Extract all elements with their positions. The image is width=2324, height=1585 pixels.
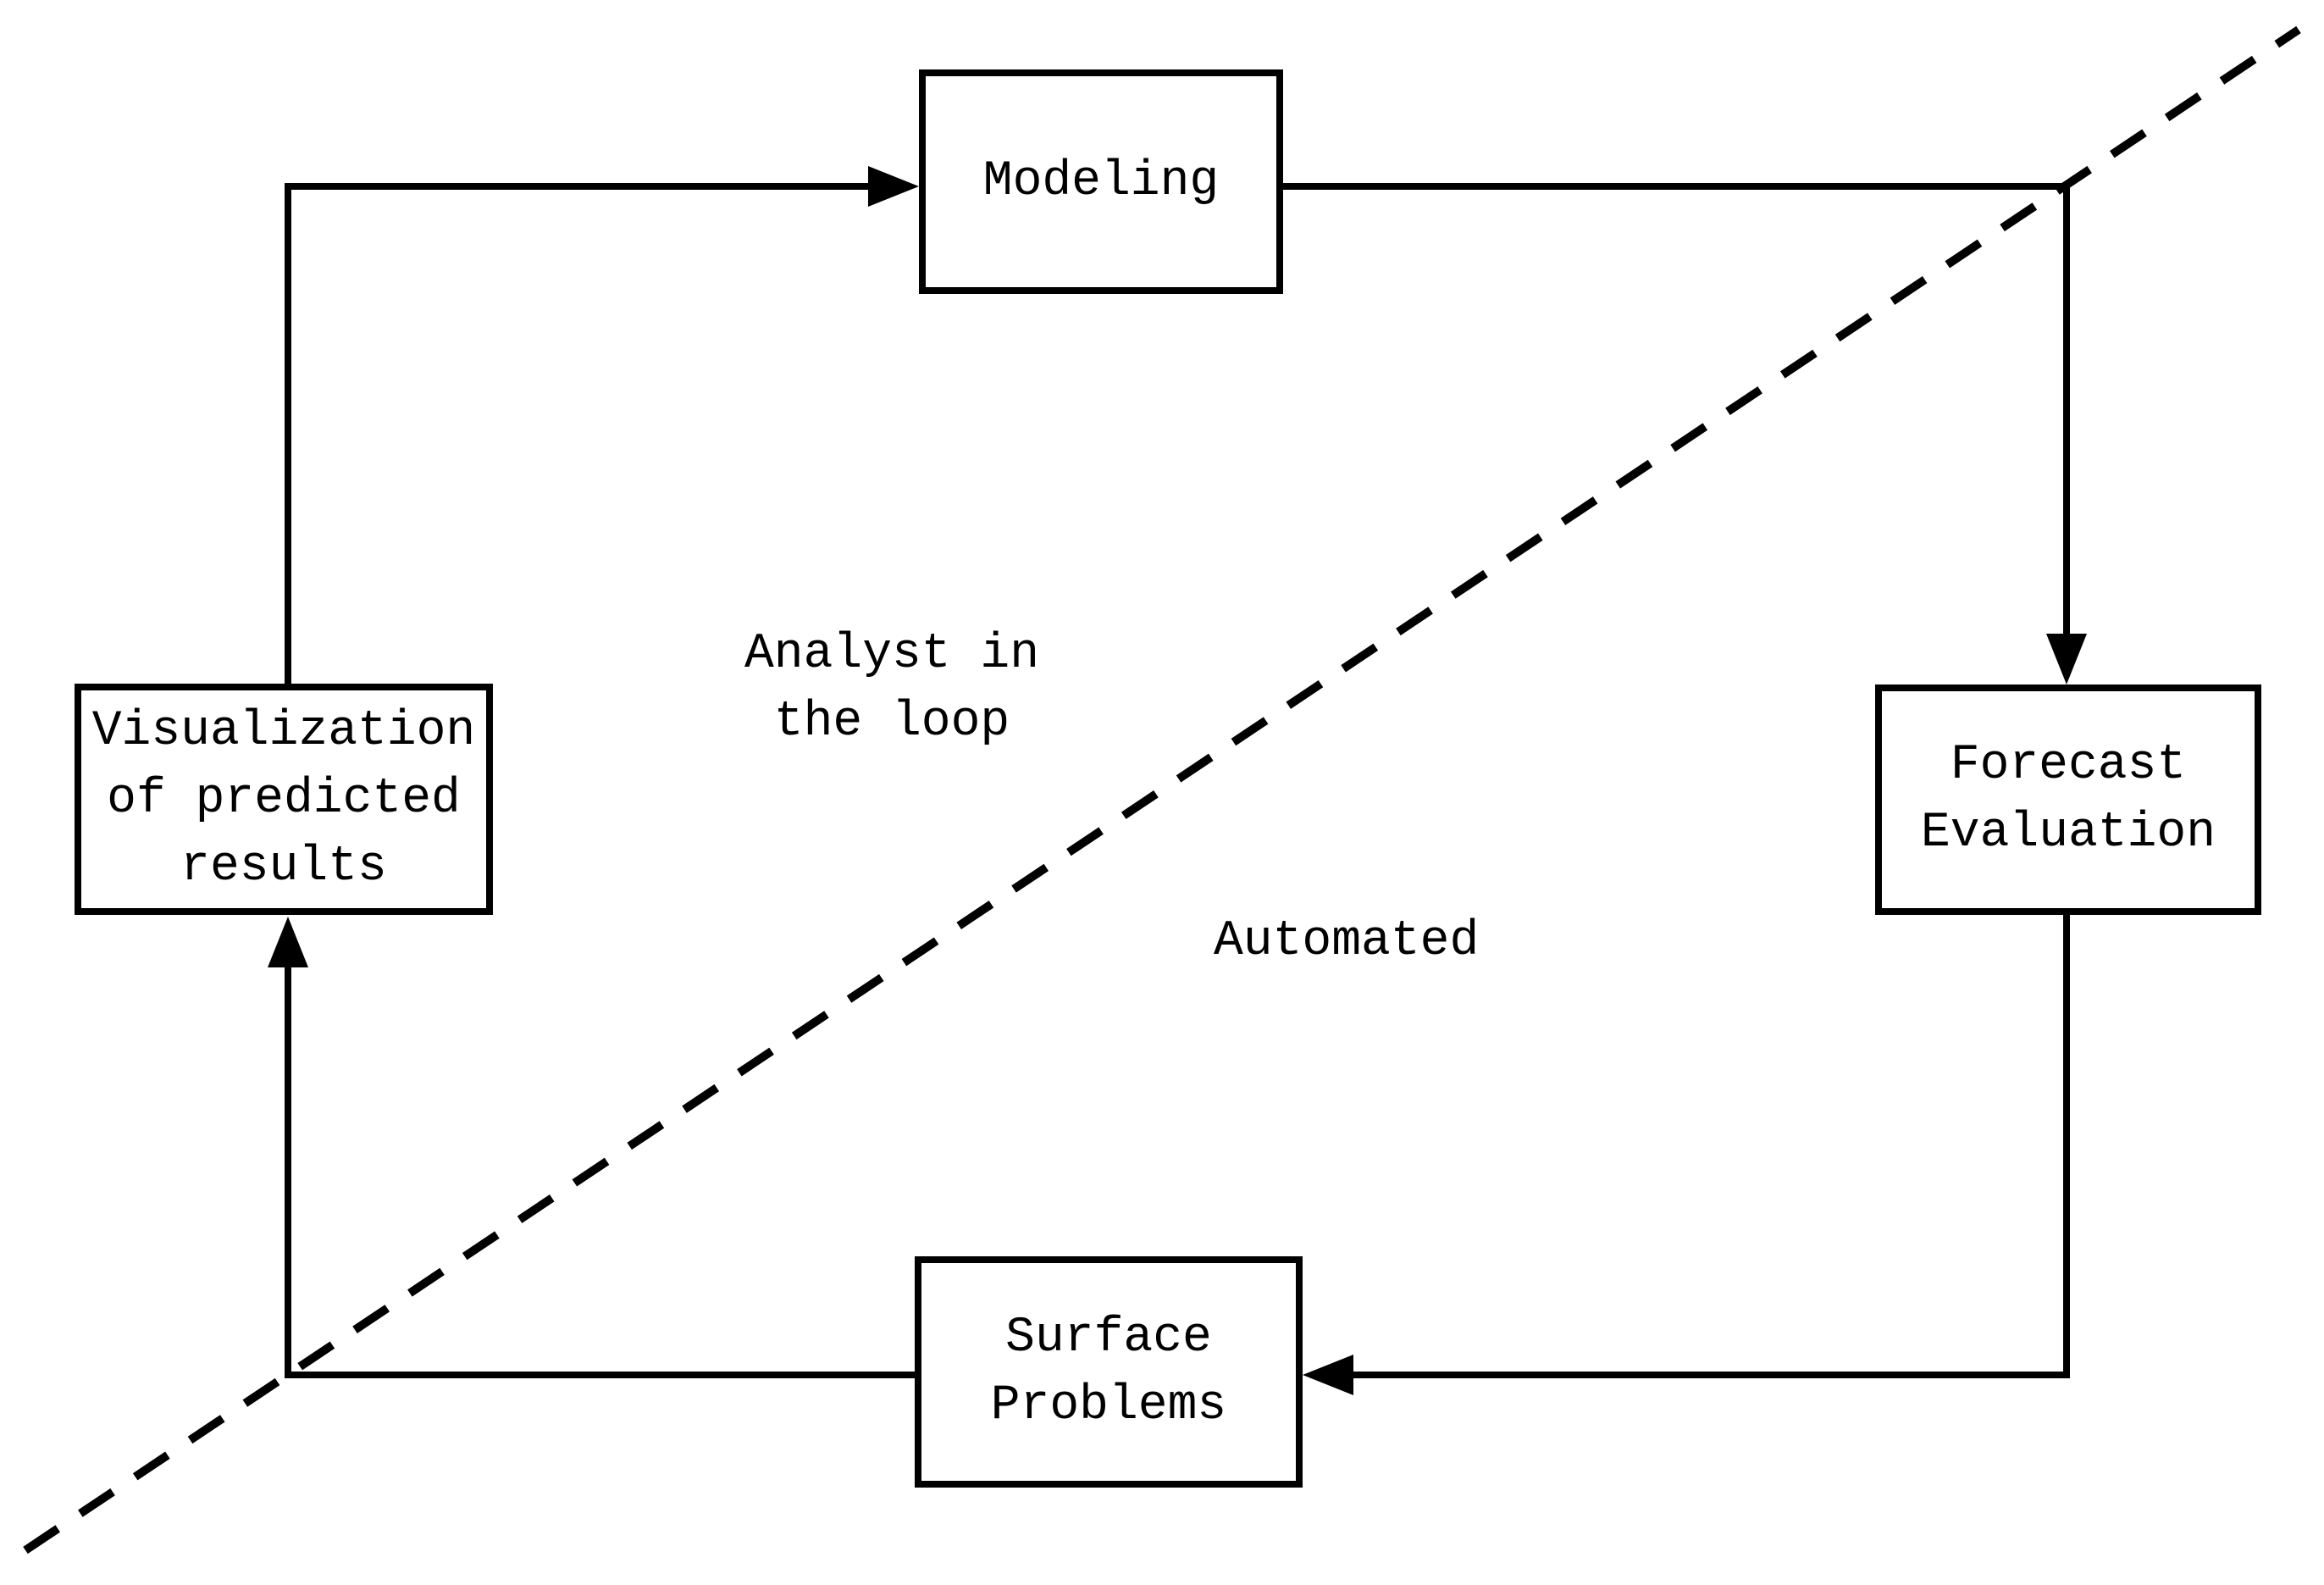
arrowhead-into-surface: [1303, 1355, 1353, 1395]
region-label-analyst-in-the-loop: Analyst in the loop: [744, 627, 1040, 750]
arrowhead-into-forecast: [2046, 634, 2087, 684]
connector-visualization-to-modeling: [285, 183, 870, 684]
node-visualization: Visualization of predicted results: [75, 684, 493, 915]
node-forecast-evaluation: Forecast Evaluation: [1875, 684, 2261, 915]
region-label-automated: Automated: [1214, 914, 1480, 969]
connector-forecast-to-surface: [1352, 915, 2070, 1378]
node-surface-problems-label: Surface Problems: [990, 1310, 1227, 1433]
node-modeling-label: Modeling: [982, 153, 1220, 209]
connector-modeling-to-forecast: [1283, 183, 2070, 635]
node-visualization-label: Visualization of predicted results: [91, 703, 476, 895]
connector-surface-to-visualization: [285, 966, 915, 1378]
node-surface-problems: Surface Problems: [915, 1256, 1303, 1488]
arrowhead-into-visualization: [268, 917, 308, 967]
node-forecast-evaluation-label: Forecast Evaluation: [1920, 738, 2216, 861]
node-modeling: Modeling: [919, 69, 1283, 294]
arrowhead-into-modeling: [868, 166, 919, 207]
dashed-divider-line: [23, 25, 2301, 1555]
